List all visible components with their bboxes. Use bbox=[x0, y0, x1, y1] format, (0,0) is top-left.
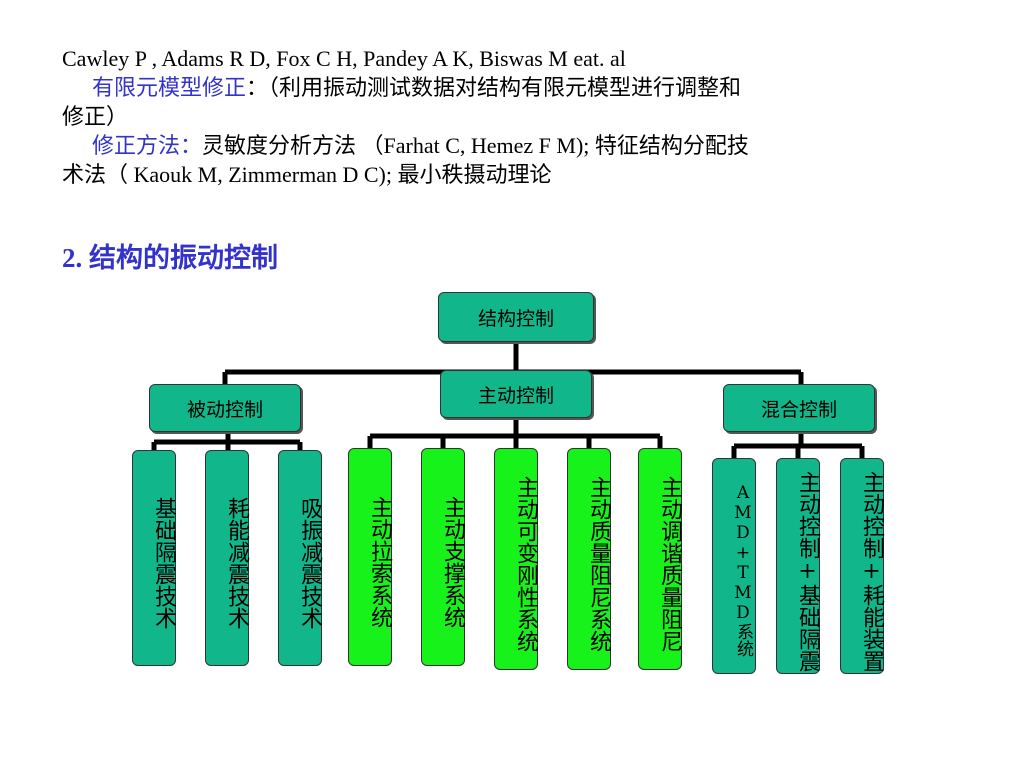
leaf-active-mass-damper: 主动质量阻尼系统 bbox=[567, 448, 611, 670]
update-methods-desc-cont: 术法（ Kaouk M, Zimmerman D C); 最小秩摄动理论 bbox=[62, 162, 552, 187]
section-heading: 2. 结构的振动控制 bbox=[62, 243, 278, 273]
leaf-active-plus-dissipation: 主动控制+耗能装置 bbox=[840, 458, 884, 674]
node-structural-control: 结构控制 bbox=[438, 292, 594, 342]
authors-line: Cawley P , Adams R D, Fox C H, Pandey A … bbox=[62, 46, 626, 71]
leaf-base-isolation: 基础隔震技术 bbox=[132, 450, 176, 666]
node-active-control: 主动控制 bbox=[440, 370, 592, 418]
node-hybrid-control: 混合控制 bbox=[723, 384, 875, 432]
leaf-energy-dissipation: 耗能减震技术 bbox=[205, 450, 249, 666]
fe-model-update-desc-cont: 修正） bbox=[62, 104, 129, 129]
fe-model-update-label: 有限元模型修正 bbox=[92, 75, 247, 100]
leaf-active-plus-isolation: 主动控制+基础隔震 bbox=[776, 458, 820, 674]
leaf-active-tuned-mass-damper: 主动调谐质量阻尼 bbox=[638, 448, 682, 670]
leaf-active-variable-stiffness: 主动可变刚性系统 bbox=[494, 448, 538, 670]
leaf-active-tendon: 主动拉索系统 bbox=[348, 448, 392, 666]
reference-text: Cawley P , Adams R D, Fox C H, Pandey A … bbox=[62, 44, 982, 189]
fe-model-update-desc: ：（利用振动测试数据对结构有限元模型进行调整和 bbox=[246, 75, 742, 100]
leaf-active-brace: 主动支撑系统 bbox=[421, 448, 465, 666]
update-methods-desc: 灵敏度分析方法 （Farhat C, Hemez F M); 特征结构分配技 bbox=[202, 133, 749, 158]
update-methods-label: 修正方法： bbox=[92, 133, 203, 158]
leaf-vibration-absorption: 吸振减震技术 bbox=[278, 450, 322, 666]
leaf-amd-tmd: AMD+TMD系统 bbox=[712, 458, 756, 674]
node-passive-control: 被动控制 bbox=[149, 384, 301, 432]
